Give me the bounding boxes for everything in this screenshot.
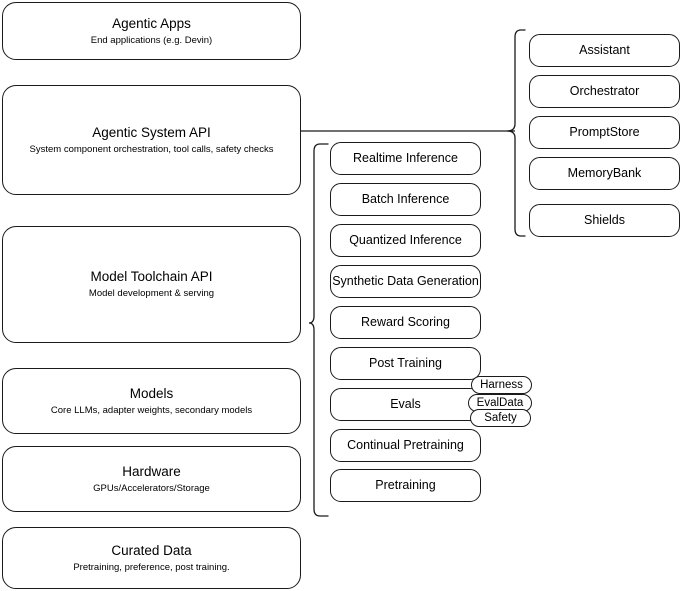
toolchain-component-realtime-inference[interactable]: Realtime Inference — [330, 142, 481, 175]
stack-layer-title: Model Toolchain API — [90, 269, 213, 284]
toolchain-component-quantized-inference[interactable]: Quantized Inference — [330, 224, 481, 257]
stack-layer-subtitle: System component orchestration, tool cal… — [29, 143, 274, 155]
stack-layer-curated-data[interactable]: Curated Data Pretraining, preference, po… — [2, 527, 301, 589]
system-component-assistant[interactable]: Assistant — [529, 34, 680, 67]
stack-layer-title: Agentic System API — [92, 124, 211, 140]
evals-badge-safety[interactable]: Safety — [470, 409, 531, 427]
toolchain-component-pretraining[interactable]: Pretraining — [330, 469, 481, 502]
stack-layer-subtitle: End applications (e.g. Devin) — [90, 34, 213, 46]
system-component-shields[interactable]: Shields — [529, 204, 680, 237]
chip-label: Synthetic Data Generation — [332, 274, 479, 288]
stack-layer-models[interactable]: Models Core LLMs, adapter weights, secon… — [2, 368, 301, 434]
chip-label: Pretraining — [375, 478, 436, 492]
toolchain-component-reward-scoring[interactable]: Reward Scoring — [330, 306, 481, 339]
stack-layer-title: Models — [129, 385, 174, 401]
chip-label: Evals — [390, 397, 421, 411]
evals-badge-harness[interactable]: Harness — [471, 376, 532, 394]
toolchain-component-evals[interactable]: Evals — [330, 388, 481, 421]
badge-label: Harness — [480, 378, 523, 391]
badge-label: Safety — [484, 411, 517, 424]
chip-label: Reward Scoring — [361, 315, 450, 329]
system-component-promptstore[interactable]: PromptStore — [529, 116, 680, 149]
stack-layer-subtitle: GPUs/Accelerators/Storage — [93, 482, 210, 494]
system-component-orchestrator[interactable]: Orchestrator — [529, 75, 680, 108]
toolchain-component-continual-pretraining[interactable]: Continual Pretraining — [330, 429, 481, 462]
chip-label: Shields — [584, 213, 625, 227]
brace-toolchain — [308, 142, 330, 518]
chip-label: Realtime Inference — [353, 151, 458, 165]
stack-layer-hardware[interactable]: Hardware GPUs/Accelerators/Storage — [2, 446, 301, 512]
toolchain-component-batch-inference[interactable]: Batch Inference — [330, 183, 481, 216]
brace-system-components — [505, 28, 527, 238]
chip-label: Post Training — [369, 356, 442, 370]
chip-label: Assistant — [579, 43, 630, 57]
connector-system-api-to-components — [301, 124, 517, 138]
stack-layer-title: Hardware — [122, 463, 181, 479]
chip-label: PromptStore — [569, 125, 640, 139]
chip-label: MemoryBank — [567, 166, 642, 180]
toolchain-component-synthetic-data-generation[interactable]: Synthetic Data Generation — [330, 265, 481, 298]
stack-layer-model-toolchain-api[interactable]: Model Toolchain API Model development & … — [2, 226, 301, 343]
chip-label: Orchestrator — [569, 84, 640, 98]
toolchain-component-post-training[interactable]: Post Training — [330, 347, 481, 380]
stack-layer-subtitle: Model development & serving — [88, 288, 215, 299]
stack-layer-agentic-system-api[interactable]: Agentic System API System component orch… — [2, 85, 301, 195]
chip-label: Batch Inference — [361, 192, 450, 206]
stack-layer-agentic-apps[interactable]: Agentic Apps End applications (e.g. Devi… — [2, 2, 301, 60]
stack-layer-title: Agentic Apps — [112, 15, 191, 31]
chip-label: Continual Pretraining — [347, 438, 464, 452]
stack-layer-title: Curated Data — [111, 542, 192, 558]
stack-layer-subtitle: Pretraining, preference, post training. — [73, 561, 230, 573]
chip-label: Quantized Inference — [349, 233, 462, 247]
stack-layer-subtitle: Core LLMs, adapter weights, secondary mo… — [50, 404, 253, 416]
badge-label: EvalData — [476, 396, 524, 409]
system-component-memorybank[interactable]: MemoryBank — [529, 157, 680, 190]
